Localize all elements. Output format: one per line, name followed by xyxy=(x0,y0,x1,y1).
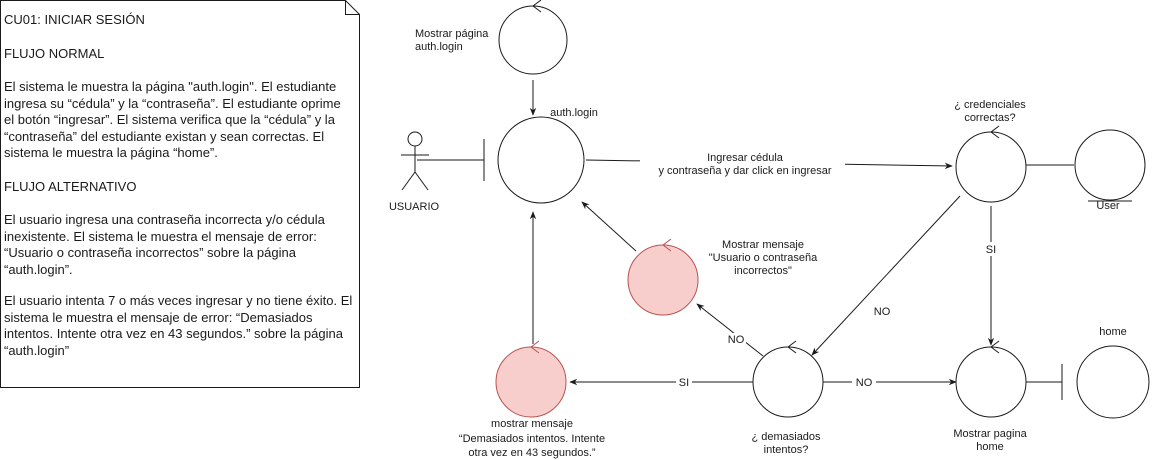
edge-no-to-error xyxy=(696,303,764,357)
edge-no-error-label: NO xyxy=(728,334,745,346)
error-attempts-label-1: mostrar mensaje xyxy=(491,418,573,430)
control-show-home xyxy=(955,340,1027,418)
edge-error-to-login xyxy=(581,201,637,252)
boundary-home xyxy=(1061,345,1150,419)
check-label-1: ¿ credenciales xyxy=(954,99,1026,111)
actor-label: USUARIO xyxy=(389,201,440,213)
control-too-many-attempts xyxy=(752,340,824,418)
edge-no-attempts-label: NO xyxy=(874,306,891,318)
edge-yes-block-label: SI xyxy=(679,377,689,389)
note-normal-heading: FLUJO NORMAL xyxy=(4,45,105,61)
error-attempts-label-3: otra vez en 43 segundos.” xyxy=(468,447,596,459)
home-label: home xyxy=(1099,326,1127,338)
user-label: User xyxy=(1096,200,1120,212)
control-error-attempts xyxy=(495,340,567,418)
note-alt-heading: FLUJO ALTERNATIVO xyxy=(4,178,137,194)
edge-yes-home-label: SI xyxy=(986,244,996,256)
show-home-label-2: home xyxy=(976,441,1004,453)
error-credentials-label-2: "Usuario o contraseña xyxy=(709,252,818,264)
edge-submit-label-2: y contraseña y dar click en ingresar xyxy=(658,165,831,177)
check-label-2: correctas? xyxy=(964,112,1015,124)
attempts-label-2: intentos? xyxy=(764,444,809,456)
error-credentials-label-1: Mostrar mensaje xyxy=(722,239,804,251)
edge-submit-label-1: Ingresar cédula xyxy=(707,152,784,164)
control-check-credentials xyxy=(955,125,1027,203)
error-attempts-label-2: “Demasiados intentos. Intente xyxy=(459,433,605,445)
show-login-label-2: auth.login xyxy=(415,41,463,53)
show-home-label-1: Mostrar pagina xyxy=(953,428,1027,440)
actor-usuario xyxy=(401,131,429,191)
boundary-auth-login xyxy=(483,116,585,204)
note-shape xyxy=(0,0,360,388)
show-login-label-1: Mostrar página xyxy=(415,28,489,40)
note-normal-text: El sistema le muestra la página "auth.lo… xyxy=(4,79,341,160)
note-alt-text-2: El usuario intenta 7 o más veces ingresa… xyxy=(4,293,353,358)
note-title: CU01: INICIAR SESIÓN xyxy=(4,12,145,27)
edge-no-home-label: NO xyxy=(856,377,873,389)
edge-no-to-attempts xyxy=(811,195,961,356)
error-credentials-label-3: incorrectos" xyxy=(734,265,792,277)
use-case-note: CU01: INICIAR SESIÓN FLUJO NORMAL El sis… xyxy=(0,0,360,388)
attempts-label-1: ¿ demasiados xyxy=(751,431,821,443)
entity-user xyxy=(1074,129,1146,202)
note-alt-text-1: El usuario ingresa una contraseña incorr… xyxy=(4,212,325,277)
control-show-login xyxy=(498,0,568,75)
auth-login-label: auth.login xyxy=(550,107,598,119)
control-error-credentials xyxy=(627,238,699,316)
